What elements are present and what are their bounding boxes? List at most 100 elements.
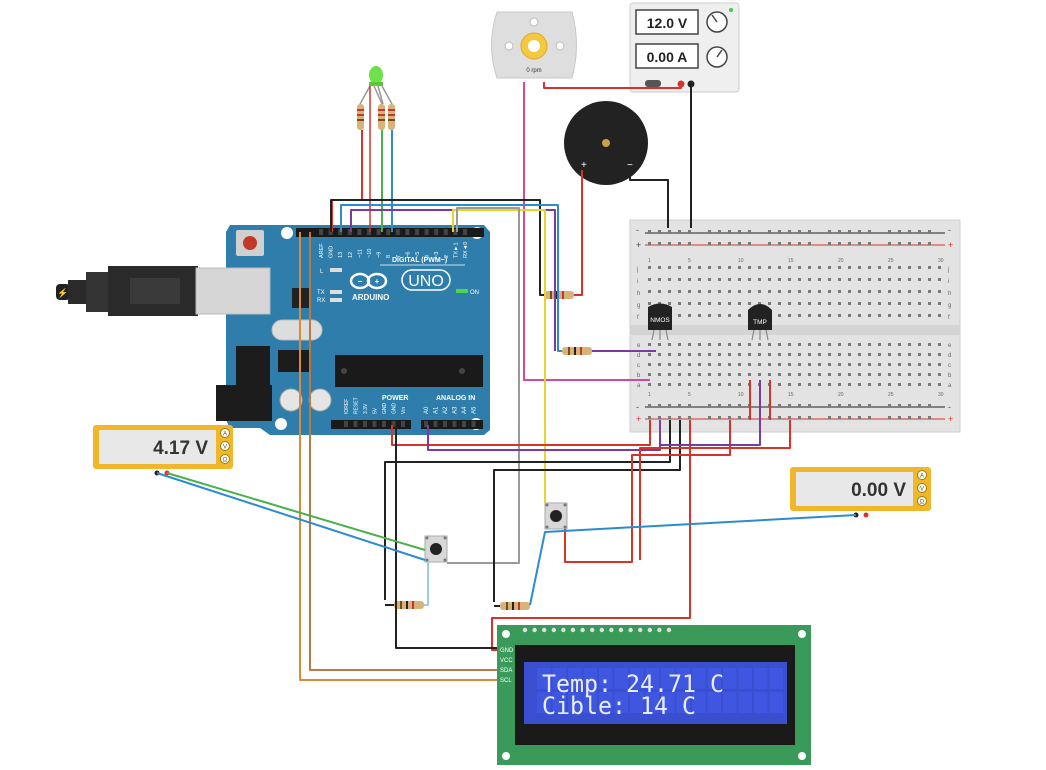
analog-pin-label: A5: [472, 406, 478, 414]
power-pin[interactable]: [363, 421, 367, 427]
analog-pin[interactable]: [462, 421, 466, 427]
power-supply[interactable]: 12.0 V 0.00 A: [629, 2, 740, 93]
digital-pin[interactable]: [376, 229, 381, 235]
digital-pin[interactable]: [319, 229, 323, 235]
digital-pin[interactable]: [434, 229, 439, 235]
bb-col-label: 20: [838, 392, 844, 398]
bb-row-label: d: [637, 353, 640, 359]
lcd-character-cells: [537, 668, 783, 713]
motor-gear-icon: [520, 32, 548, 60]
bb-minus-bottom-right: -: [948, 402, 951, 412]
bb-col-label: 25: [888, 258, 894, 264]
bb-row-label: i: [948, 279, 949, 285]
lcd-pin-sda: SDA: [500, 668, 512, 674]
digital-pin[interactable]: [367, 229, 371, 235]
bb-row-label: h: [948, 291, 951, 297]
bb-col-label: 30: [938, 392, 944, 398]
bb-minus-top-right: -: [948, 225, 951, 235]
analog-pin-label: A2: [443, 406, 449, 414]
on-label: ON: [470, 290, 479, 296]
power-pin[interactable]: [391, 421, 396, 427]
power-pin[interactable]: [353, 421, 358, 427]
digital-pin-label: AREF: [319, 243, 325, 258]
digital-pin[interactable]: [453, 229, 458, 235]
digital-pin[interactable]: [443, 229, 448, 235]
bb-plus-top: +: [636, 240, 641, 250]
digital-pin[interactable]: [347, 229, 352, 235]
bb-row-label: a: [637, 383, 641, 389]
power-pin[interactable]: [382, 421, 386, 427]
power-pin-label: 3.3V: [363, 403, 369, 414]
power-pin[interactable]: [344, 421, 348, 427]
bb-minus-bottom: -: [636, 402, 639, 412]
analog-pin-label: A0: [424, 406, 430, 414]
bb-row-label: f: [948, 315, 950, 321]
analog-pin[interactable]: [471, 421, 476, 427]
bb-col-label: 15: [788, 258, 794, 264]
analog-pin[interactable]: [443, 421, 447, 427]
led-resistor-1[interactable]: [357, 104, 364, 130]
power-pin-label: Vin: [401, 407, 407, 414]
lcd-line-1: Temp: 24.71 C: [542, 670, 724, 698]
led-resistor-3[interactable]: [388, 104, 395, 130]
lcd-pin-vcc: VCC: [500, 658, 513, 664]
digital-pin[interactable]: [395, 229, 400, 235]
digital-pin[interactable]: [463, 229, 467, 235]
digital-pin[interactable]: [386, 229, 391, 235]
digital-pin[interactable]: [424, 229, 429, 235]
resistor-button-2[interactable]: [500, 602, 530, 610]
multimeter-right[interactable]: 0.00 V A V Ω: [790, 467, 931, 518]
power-pin[interactable]: [372, 421, 377, 427]
bb-col-label: 5: [688, 258, 691, 264]
arduino-uno[interactable]: ⚡ L TX RX ON − +: [56, 225, 490, 435]
pushbutton-1[interactable]: [424, 535, 448, 563]
digital-pin-label: ~5: [415, 252, 421, 258]
analog-header-label: ANALOG IN: [436, 395, 475, 402]
supply-voltage-display: 12.0 V: [647, 15, 688, 31]
bb-row-label: c: [637, 363, 640, 369]
digital-pin[interactable]: [405, 229, 410, 235]
bb-row-label: f: [637, 315, 639, 321]
bb-col-label: 5: [688, 392, 691, 398]
tmp-sensor[interactable]: TMP: [748, 304, 772, 341]
digital-pin-label: ~11: [357, 249, 363, 258]
led-resistor-2[interactable]: [378, 104, 385, 130]
svg-text:+: +: [581, 160, 587, 171]
supply-power-switch[interactable]: [645, 80, 661, 87]
lcd-module[interactable]: GND VCC SDA SCL Temp: 24.71 C Cible: 14 …: [497, 625, 811, 765]
lcd-header-pins: [522, 627, 672, 633]
svg-text:+: +: [375, 277, 380, 286]
digital-pin[interactable]: [415, 229, 419, 235]
bb-col-label: 25: [888, 392, 894, 398]
motor-speed-label: 0 rpm: [526, 68, 541, 74]
multimeter-left[interactable]: 4.17 V A V Ω: [93, 425, 233, 476]
arduino-brand: ARDUINO: [352, 293, 389, 302]
rgb-led[interactable]: [359, 66, 393, 105]
bb-plus-bottom: +: [636, 414, 641, 424]
bb-row-label: j: [947, 267, 949, 273]
reset-button[interactable]: [243, 236, 257, 250]
analog-pin[interactable]: [433, 421, 438, 427]
analog-pin[interactable]: [424, 421, 428, 427]
digital-pin-label: ~6: [405, 252, 411, 258]
pushbutton-2[interactable]: [544, 502, 568, 530]
piezo-buzzer[interactable]: + −: [564, 101, 648, 185]
nmos-transistor[interactable]: NMOS: [648, 303, 672, 341]
bb-col-label: 10: [738, 258, 744, 264]
resistor-nmos[interactable]: [562, 347, 592, 355]
digital-pin-label: 8: [386, 255, 392, 258]
resistor-button-1[interactable]: [394, 601, 424, 609]
bb-col-label: 20: [838, 258, 844, 264]
meter-left-term-a: A: [223, 432, 227, 438]
power-pin[interactable]: [401, 421, 405, 427]
analog-pin[interactable]: [452, 421, 457, 427]
dc-motor[interactable]: 0 rpm: [491, 11, 577, 79]
digital-pin[interactable]: [357, 229, 362, 235]
lcd-pin-gnd: GND: [500, 648, 514, 654]
digital-pin-label: 2: [444, 255, 450, 258]
